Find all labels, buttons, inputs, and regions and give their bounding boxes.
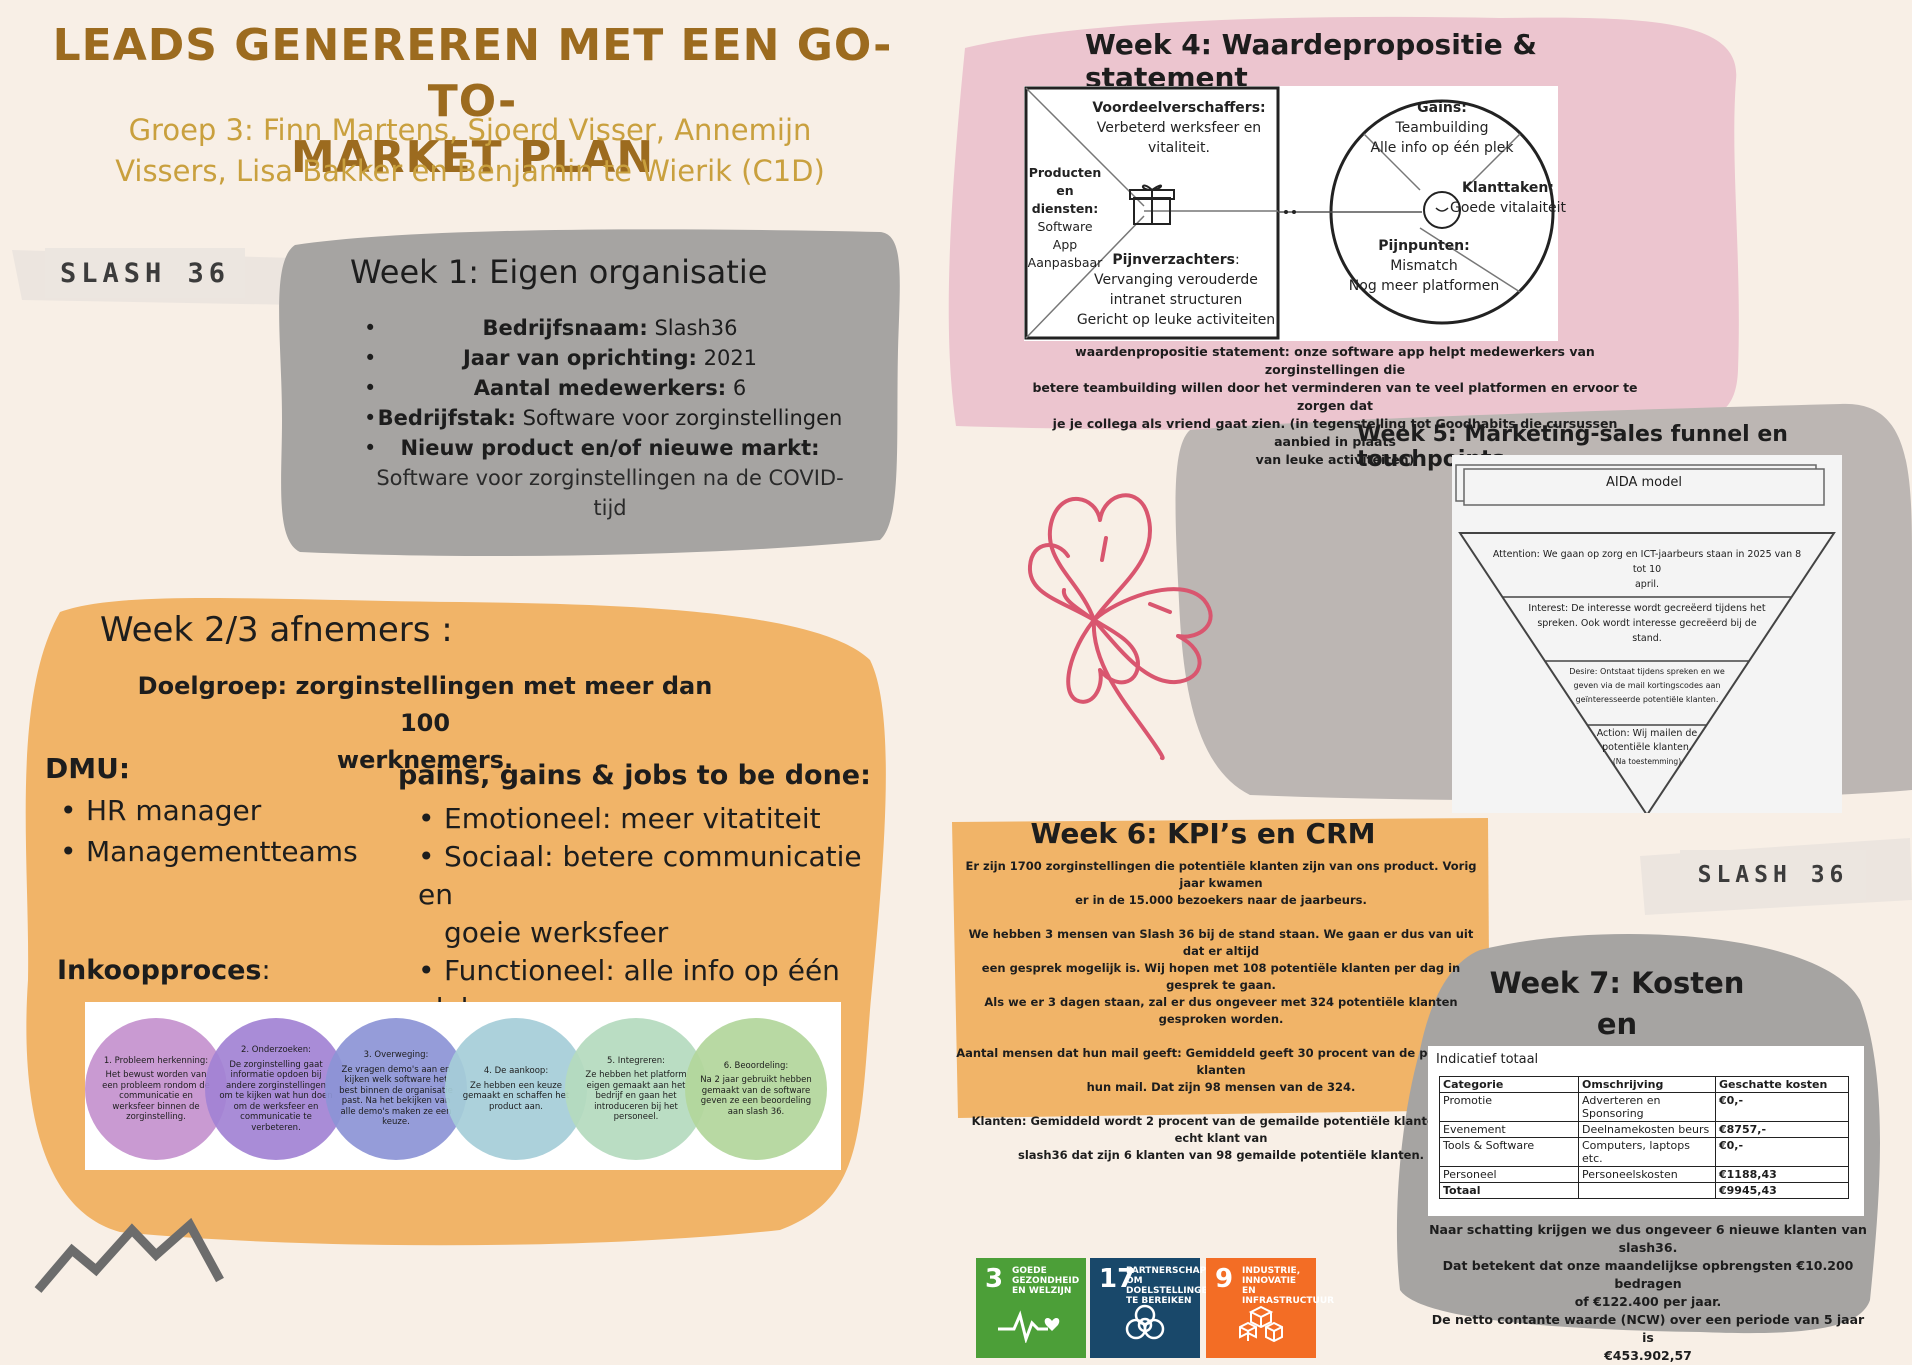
bullet-icon: •	[364, 316, 377, 340]
subtitle-line-2: Vissers, Lisa Bakker en Benjamin te Wier…	[115, 154, 825, 188]
list-item: •Bedrijfsnaam: Slash36	[360, 313, 860, 343]
week6-title: Week 6: KPI’s en CRM	[1030, 817, 1376, 850]
gift-icon	[1129, 184, 1175, 225]
rings-icon	[1090, 1303, 1200, 1352]
table-heading: Indicatief totaal	[1436, 1052, 1539, 1067]
zigzag-decoration	[34, 1217, 224, 1293]
bullet-icon: •	[364, 406, 377, 430]
aida-model-title: AIDA model	[1605, 475, 1682, 490]
week1-list: •Bedrijfsnaam: Slash36 •Jaar van opricht…	[360, 313, 860, 523]
list-item: •Bedrijfstak: Software voor zorginstelli…	[360, 403, 860, 433]
pains-gains-heading: pains, gains & jobs to be done:	[398, 760, 871, 791]
bullet-icon: •	[60, 835, 77, 868]
clover-icon	[1027, 493, 1213, 761]
list-item: •Nieuw product en/of nieuwe markt:	[360, 433, 860, 463]
title-line-1: LEADS GENEREREN MET EEN GO-TO-	[52, 20, 893, 127]
pains-gains-list: •Emotioneel: meer vitatiteit •Sociaal: b…	[418, 800, 878, 1028]
value-statement: waardenpropositie statement: onze softwa…	[1032, 344, 1638, 467]
page-subtitle: Groep 3: Finn Martens, Sjoerd Visser, An…	[60, 110, 880, 192]
list-item: •HR manager	[60, 790, 358, 831]
slash36-logo-right: SLASH 36	[1680, 850, 1866, 900]
step-circle-6: 6. Beoordeling:Na 2 jaar gebruikt hebben…	[685, 1018, 827, 1160]
step-circle-5: 5. Integreren:Ze hebben het platform eig…	[565, 1018, 707, 1160]
title-line-2: MARKET PLAN	[290, 132, 655, 183]
sdg-9-tile: 9 INDUSTRIE, INNOVATIE EN INFRASTRUCTUUR	[1206, 1258, 1334, 1358]
bullet-icon: •	[364, 376, 377, 400]
klanttaken: Klanttaken:Goede vitalaiteit	[1449, 180, 1567, 216]
week7-summary: Naar schatting krijgen we dus ongeveer 6…	[1429, 1222, 1867, 1363]
sdg-17-tile: 17 PARTNERSCHAP OM DOELSTELLINGEN TE BER…	[1090, 1258, 1215, 1358]
slash36-logo-left: SLASH 36	[45, 248, 245, 298]
bullet-icon: •	[418, 802, 435, 835]
list-item: •Aantal medewerkers: 6	[360, 373, 860, 403]
step-circle-2: 2. Onderzoeken:De zorginstelling gaat in…	[205, 1018, 347, 1160]
funnel-shape	[1455, 464, 1836, 813]
inkoopproces-heading: Inkoopproces:	[57, 955, 271, 986]
step-circle-1: 1. Probleem herkenning:Het bewust worden…	[85, 1018, 227, 1160]
bullet-icon: •	[60, 794, 77, 827]
costs-table: Categorie Omschrijving Geschatte kosten …	[1439, 1076, 1849, 1199]
canvas-lines	[1024, 86, 1555, 340]
week23-title: Week 2/3 afnemers :	[100, 610, 453, 650]
list-item: •Jaar van oprichting: 2021	[360, 343, 860, 373]
aida-funnel: AIDA model Attention: We gaan op zorg en…	[1452, 455, 1842, 813]
list-item: •Managementteams	[60, 831, 358, 872]
week6-blob	[952, 818, 1490, 1118]
target-group: Doelgroep: zorginstellingen met meer dan…	[137, 672, 713, 774]
list-item: •Emotioneel: meer vitatiteit	[418, 800, 878, 838]
dmu-list: •HR manager •Managementteams	[60, 790, 358, 872]
inkoopproces-diagram: 1. Probleem herkenning:Het bewust worden…	[85, 1002, 841, 1170]
week1-blob	[279, 229, 900, 556]
attention-text: Attention: We gaan op zorg en ICT-jaarbe…	[1492, 549, 1802, 590]
bullet-icon: •	[364, 436, 377, 460]
week1-title: Week 1: Eigen organisatie	[350, 253, 768, 291]
page-title: LEADS GENEREREN MET EEN GO-TO- MARKET PL…	[30, 18, 915, 186]
week4-title: Week 4: Waardepropositie & statement	[1085, 28, 1537, 94]
bullet-icon: •	[418, 954, 435, 987]
bullet-icon: •	[418, 840, 435, 873]
step-circle-3: 3. Overweging:Ze vragen demo's aan en ki…	[325, 1018, 467, 1160]
heartbeat-icon	[976, 1309, 1086, 1352]
bullet-icon: •	[364, 346, 377, 370]
dmu-heading: DMU:	[45, 752, 131, 785]
interest-text: Interest: De interesse wordt gecreëerd t…	[1528, 603, 1766, 644]
table-total-row: Totaal€9945,43	[1439, 1182, 1849, 1199]
voordeelverschaffers: Voordeelverschaffers:Verbeterd werksfeer…	[1092, 100, 1266, 156]
cubes-icon	[1206, 1303, 1316, 1352]
value-proposition-canvas: Voordeelverschaffers:Verbeterd werksfeer…	[1024, 86, 1566, 341]
week6-text: Er zijn 1700 zorginstellingen die potent…	[956, 859, 1486, 1162]
costs-table-card: Indicatief totaal Categorie Omschrijving…	[1428, 1046, 1864, 1216]
step-circle-4: 4. De aankoop:Ze hebben een keuze gemaak…	[445, 1018, 587, 1160]
sdg-3-tile: 3 GOEDE GEZONDHEID EN WELZIJN	[976, 1258, 1086, 1358]
table-header-row: Categorie Omschrijving Geschatte kosten	[1439, 1076, 1849, 1093]
list-item-continuation: goeie werksfeer	[444, 916, 669, 949]
subtitle-line-1: Groep 3: Finn Martens, Sjoerd Visser, An…	[128, 113, 812, 147]
list-item-extra: Software voor zorginstellingen na de COV…	[376, 466, 844, 520]
list-item: •Sociaal: betere communicatie en	[418, 840, 862, 911]
